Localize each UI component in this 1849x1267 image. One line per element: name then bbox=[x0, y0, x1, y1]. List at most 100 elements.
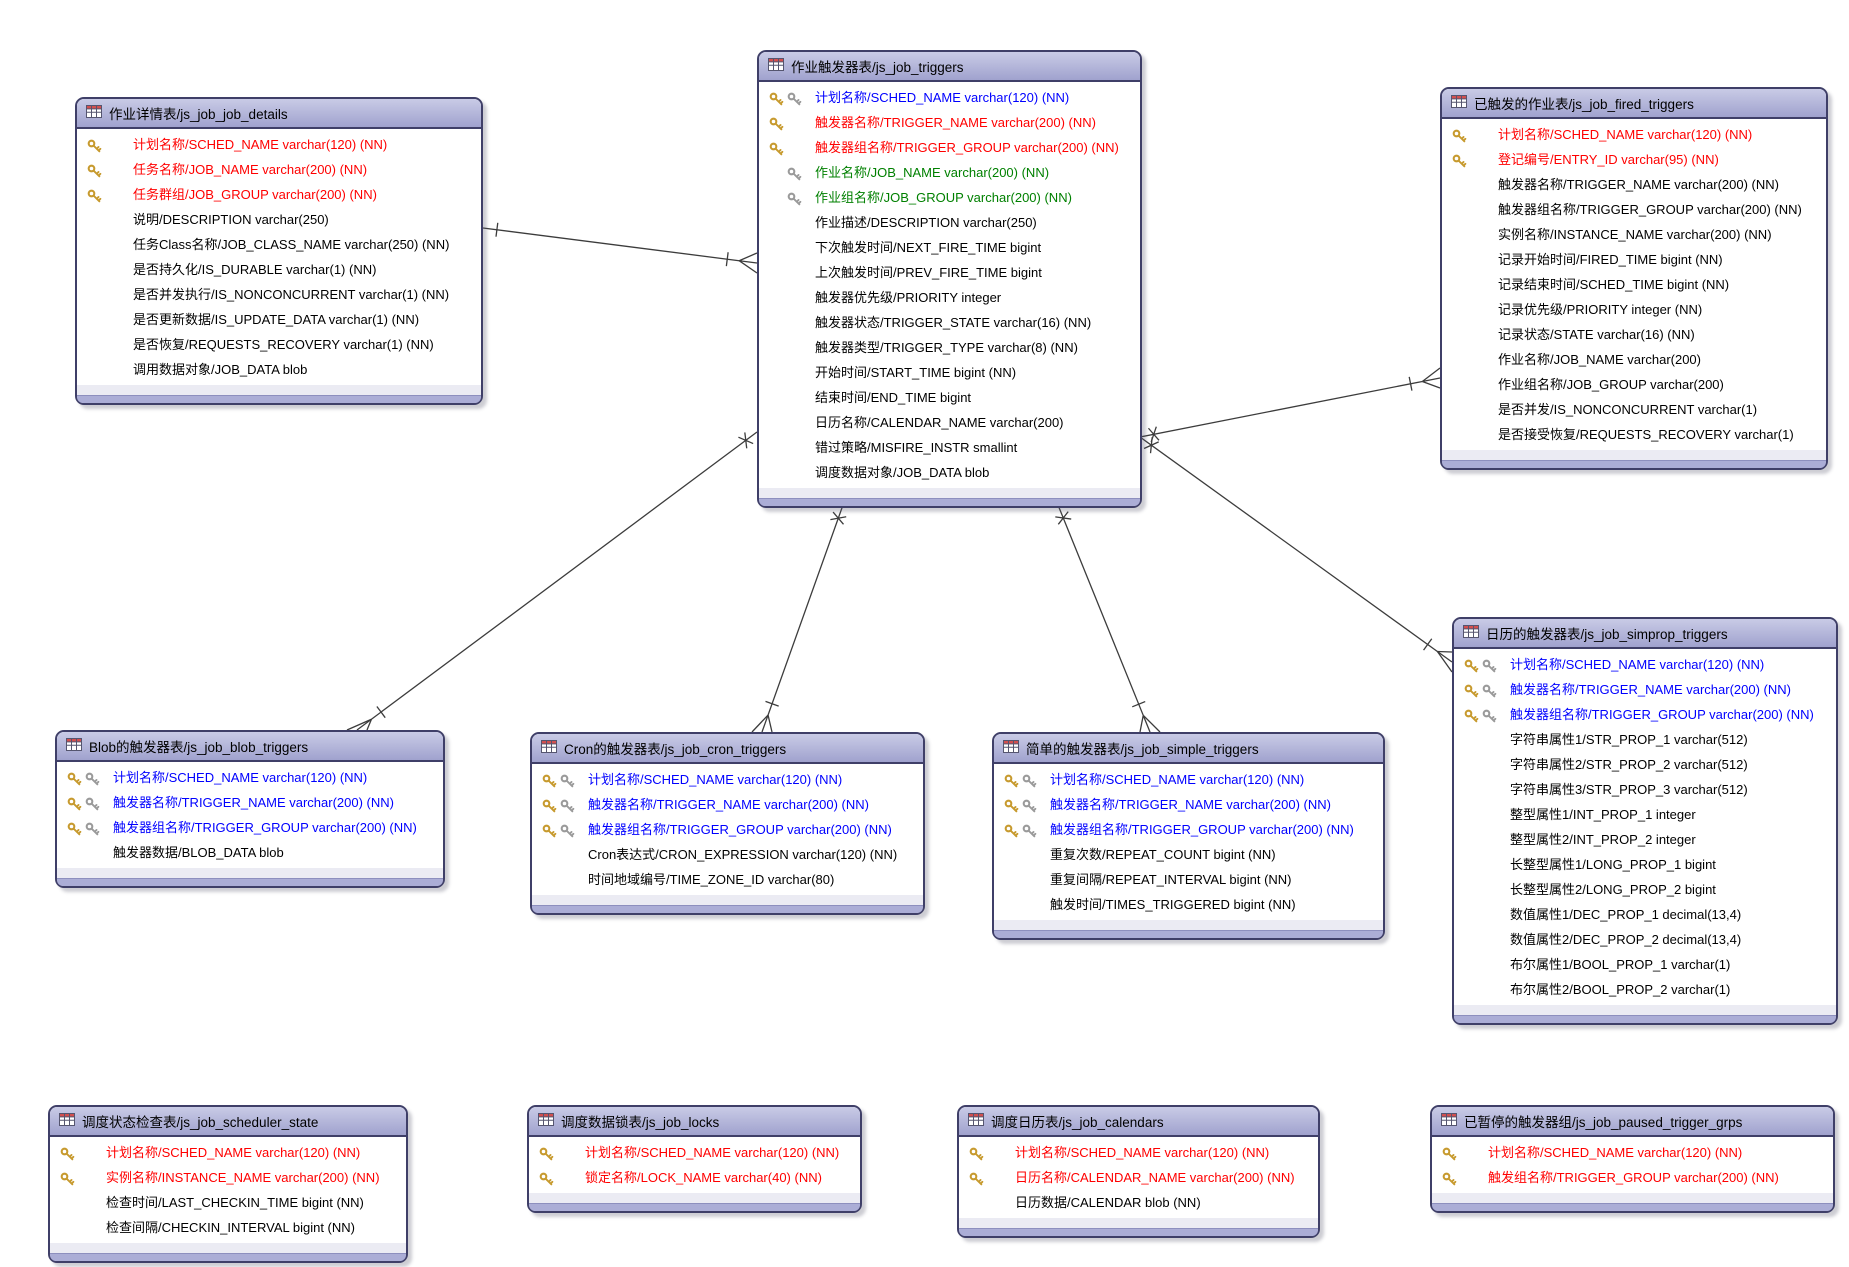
field-row[interactable]: 整型属性2/INT_PROP_2 integer bbox=[1454, 827, 1836, 852]
table-js_job_calendars[interactable]: 调度日历表/js_job_calendars 计划名称/SCHED_NAME v… bbox=[957, 1105, 1320, 1238]
table-header[interactable]: 调度状态检查表/js_job_scheduler_state bbox=[50, 1107, 406, 1137]
field-row[interactable]: 任务名称/JOB_NAME varchar(200) (NN) bbox=[77, 157, 481, 182]
field-row[interactable]: 计划名称/SCHED_NAME varchar(120) (NN) bbox=[759, 85, 1140, 110]
field-row[interactable]: 结束时间/END_TIME bigint bbox=[759, 385, 1140, 410]
field-row[interactable]: 触发组名称/TRIGGER_GROUP varchar(200) (NN) bbox=[1432, 1165, 1833, 1190]
field-row[interactable]: 说明/DESCRIPTION varchar(250) bbox=[77, 207, 481, 232]
table-js_job_scheduler_state[interactable]: 调度状态检查表/js_job_scheduler_state 计划名称/SCHE… bbox=[48, 1105, 408, 1263]
field-row[interactable]: 登记编号/ENTRY_ID varchar(95) (NN) bbox=[1442, 147, 1826, 172]
field-row[interactable]: 触发器名称/TRIGGER_NAME varchar(200) (NN) bbox=[57, 790, 443, 815]
field-row[interactable]: 作业名称/JOB_NAME varchar(200) (NN) bbox=[759, 160, 1140, 185]
field-row[interactable]: 触发器组名称/TRIGGER_GROUP varchar(200) (NN) bbox=[994, 817, 1383, 842]
field-row[interactable]: 日历名称/CALENDAR_NAME varchar(200) (NN) bbox=[959, 1165, 1318, 1190]
field-row[interactable]: 调用数据对象/JOB_DATA blob bbox=[77, 357, 481, 382]
field-row[interactable]: 字符串属性3/STR_PROP_3 varchar(512) bbox=[1454, 777, 1836, 802]
table-js_job_cron_triggers[interactable]: Cron的触发器表/js_job_cron_triggers 计划名称/SCHE… bbox=[530, 732, 925, 915]
table-js_job_triggers[interactable]: 作业触发器表/js_job_triggers 计划名称/SCHED_NAME v… bbox=[757, 50, 1142, 508]
field-row[interactable]: 实例名称/INSTANCE_NAME varchar(200) (NN) bbox=[1442, 222, 1826, 247]
field-row[interactable]: 长整型属性2/LONG_PROP_2 bigint bbox=[1454, 877, 1836, 902]
field-row[interactable]: 触发器组名称/TRIGGER_GROUP varchar(200) (NN) bbox=[1442, 197, 1826, 222]
field-row[interactable]: 作业名称/JOB_NAME varchar(200) bbox=[1442, 347, 1826, 372]
table-js_job_simprop_triggers[interactable]: 日历的触发器表/js_job_simprop_triggers 计划名称/SCH… bbox=[1452, 617, 1838, 1025]
field-row[interactable]: 实例名称/INSTANCE_NAME varchar(200) (NN) bbox=[50, 1165, 406, 1190]
field-row[interactable]: 触发器名称/TRIGGER_NAME varchar(200) (NN) bbox=[1442, 172, 1826, 197]
field-row[interactable]: 数值属性2/DEC_PROP_2 decimal(13,4) bbox=[1454, 927, 1836, 952]
table-header[interactable]: Blob的触发器表/js_job_blob_triggers bbox=[57, 732, 443, 762]
field-row[interactable]: 下次触发时间/NEXT_FIRE_TIME bigint bbox=[759, 235, 1140, 260]
field-row[interactable]: 触发器名称/TRIGGER_NAME varchar(200) (NN) bbox=[532, 792, 923, 817]
table-js_job_simple_triggers[interactable]: 简单的触发器表/js_job_simple_triggers 计划名称/SCHE… bbox=[992, 732, 1385, 940]
field-row[interactable]: 检查间隔/CHECKIN_INTERVAL bigint (NN) bbox=[50, 1215, 406, 1240]
field-row[interactable]: 触发器组名称/TRIGGER_GROUP varchar(200) (NN) bbox=[532, 817, 923, 842]
field-row[interactable]: 计划名称/SCHED_NAME varchar(120) (NN) bbox=[1442, 122, 1826, 147]
field-row[interactable]: 是否持久化/IS_DURABLE varchar(1) (NN) bbox=[77, 257, 481, 282]
table-js_job_fired_triggers[interactable]: 已触发的作业表/js_job_fired_triggers 计划名称/SCHED… bbox=[1440, 87, 1828, 470]
field-row[interactable]: 记录结束时间/SCHED_TIME bigint (NN) bbox=[1442, 272, 1826, 297]
field-row[interactable]: 日历名称/CALENDAR_NAME varchar(200) bbox=[759, 410, 1140, 435]
field-row[interactable]: 字符串属性2/STR_PROP_2 varchar(512) bbox=[1454, 752, 1836, 777]
field-row[interactable]: 计划名称/SCHED_NAME varchar(120) (NN) bbox=[994, 767, 1383, 792]
field-row[interactable]: 作业组名称/JOB_GROUP varchar(200) (NN) bbox=[759, 185, 1140, 210]
field-row[interactable]: 检查时间/LAST_CHECKIN_TIME bigint (NN) bbox=[50, 1190, 406, 1215]
table-js_job_blob_triggers[interactable]: Blob的触发器表/js_job_blob_triggers 计划名称/SCHE… bbox=[55, 730, 445, 888]
table-header[interactable]: 作业触发器表/js_job_triggers bbox=[759, 52, 1140, 82]
field-row[interactable]: 字符串属性1/STR_PROP_1 varchar(512) bbox=[1454, 727, 1836, 752]
field-row[interactable]: 触发器优先级/PRIORITY integer bbox=[759, 285, 1140, 310]
field-row[interactable]: 触发器组名称/TRIGGER_GROUP varchar(200) (NN) bbox=[759, 135, 1140, 160]
field-row[interactable]: 布尔属性2/BOOL_PROP_2 varchar(1) bbox=[1454, 977, 1836, 1002]
field-row[interactable]: Cron表达式/CRON_EXPRESSION varchar(120) (NN… bbox=[532, 842, 923, 867]
field-row[interactable]: 计划名称/SCHED_NAME varchar(120) (NN) bbox=[77, 132, 481, 157]
field-row[interactable]: 触发器数据/BLOB_DATA blob bbox=[57, 840, 443, 865]
table-header[interactable]: 作业详情表/js_job_job_details bbox=[77, 99, 481, 129]
field-row[interactable]: 触发器组名称/TRIGGER_GROUP varchar(200) (NN) bbox=[57, 815, 443, 840]
field-row[interactable]: 触发器状态/TRIGGER_STATE varchar(16) (NN) bbox=[759, 310, 1140, 335]
field-row[interactable]: 任务群组/JOB_GROUP varchar(200) (NN) bbox=[77, 182, 481, 207]
table-header[interactable]: 日历的触发器表/js_job_simprop_triggers bbox=[1454, 619, 1836, 649]
field-row[interactable]: 调度数据对象/JOB_DATA blob bbox=[759, 460, 1140, 485]
field-row[interactable]: 作业描述/DESCRIPTION varchar(250) bbox=[759, 210, 1140, 235]
field-row[interactable]: 是否恢复/REQUESTS_RECOVERY varchar(1) (NN) bbox=[77, 332, 481, 357]
table-header[interactable]: 调度数据锁表/js_job_locks bbox=[529, 1107, 860, 1137]
field-row[interactable]: 触发器名称/TRIGGER_NAME varchar(200) (NN) bbox=[759, 110, 1140, 135]
table-header[interactable]: 简单的触发器表/js_job_simple_triggers bbox=[994, 734, 1383, 764]
field-row[interactable]: 触发时间/TIMES_TRIGGERED bigint (NN) bbox=[994, 892, 1383, 917]
table-js_job_locks[interactable]: 调度数据锁表/js_job_locks 计划名称/SCHED_NAME varc… bbox=[527, 1105, 862, 1213]
table-js_job_job_details[interactable]: 作业详情表/js_job_job_details 计划名称/SCHED_NAME… bbox=[75, 97, 483, 405]
field-row[interactable]: 计划名称/SCHED_NAME varchar(120) (NN) bbox=[1454, 652, 1836, 677]
field-row[interactable]: 重复间隔/REPEAT_INTERVAL bigint (NN) bbox=[994, 867, 1383, 892]
field-row[interactable]: 锁定名称/LOCK_NAME varchar(40) (NN) bbox=[529, 1165, 860, 1190]
field-row[interactable]: 上次触发时间/PREV_FIRE_TIME bigint bbox=[759, 260, 1140, 285]
field-row[interactable]: 触发器名称/TRIGGER_NAME varchar(200) (NN) bbox=[994, 792, 1383, 817]
field-row[interactable]: 计划名称/SCHED_NAME varchar(120) (NN) bbox=[57, 765, 443, 790]
field-row[interactable]: 计划名称/SCHED_NAME varchar(120) (NN) bbox=[1432, 1140, 1833, 1165]
field-row[interactable]: 记录开始时间/FIRED_TIME bigint (NN) bbox=[1442, 247, 1826, 272]
field-row[interactable]: 布尔属性1/BOOL_PROP_1 varchar(1) bbox=[1454, 952, 1836, 977]
field-row[interactable]: 作业组名称/JOB_GROUP varchar(200) bbox=[1442, 372, 1826, 397]
table-header[interactable]: Cron的触发器表/js_job_cron_triggers bbox=[532, 734, 923, 764]
field-row[interactable]: 是否接受恢复/REQUESTS_RECOVERY varchar(1) bbox=[1442, 422, 1826, 447]
field-row[interactable]: 触发器名称/TRIGGER_NAME varchar(200) (NN) bbox=[1454, 677, 1836, 702]
table-header[interactable]: 已暂停的触发器组/js_job_paused_trigger_grps bbox=[1432, 1107, 1833, 1137]
field-row[interactable]: 记录优先级/PRIORITY integer (NN) bbox=[1442, 297, 1826, 322]
field-row[interactable]: 触发器组名称/TRIGGER_GROUP varchar(200) (NN) bbox=[1454, 702, 1836, 727]
field-row[interactable]: 错过策略/MISFIRE_INSTR smallint bbox=[759, 435, 1140, 460]
field-row[interactable]: 计划名称/SCHED_NAME varchar(120) (NN) bbox=[959, 1140, 1318, 1165]
table-header[interactable]: 已触发的作业表/js_job_fired_triggers bbox=[1442, 89, 1826, 119]
table-js_job_paused_trigger_grps[interactable]: 已暂停的触发器组/js_job_paused_trigger_grps 计划名称… bbox=[1430, 1105, 1835, 1213]
field-row[interactable]: 时间地域编号/TIME_ZONE_ID varchar(80) bbox=[532, 867, 923, 892]
field-row[interactable]: 日历数据/CALENDAR blob (NN) bbox=[959, 1190, 1318, 1215]
field-row[interactable]: 长整型属性1/LONG_PROP_1 bigint bbox=[1454, 852, 1836, 877]
field-row[interactable]: 是否并发执行/IS_NONCONCURRENT varchar(1) (NN) bbox=[77, 282, 481, 307]
field-row[interactable]: 任务Class名称/JOB_CLASS_NAME varchar(250) (N… bbox=[77, 232, 481, 257]
field-row[interactable]: 开始时间/START_TIME bigint (NN) bbox=[759, 360, 1140, 385]
field-row[interactable]: 是否更新数据/IS_UPDATE_DATA varchar(1) (NN) bbox=[77, 307, 481, 332]
field-row[interactable]: 记录状态/STATE varchar(16) (NN) bbox=[1442, 322, 1826, 347]
field-row[interactable]: 整型属性1/INT_PROP_1 integer bbox=[1454, 802, 1836, 827]
field-row[interactable]: 数值属性1/DEC_PROP_1 decimal(13,4) bbox=[1454, 902, 1836, 927]
field-row[interactable]: 计划名称/SCHED_NAME varchar(120) (NN) bbox=[50, 1140, 406, 1165]
field-row[interactable]: 触发器类型/TRIGGER_TYPE varchar(8) (NN) bbox=[759, 335, 1140, 360]
field-row[interactable]: 计划名称/SCHED_NAME varchar(120) (NN) bbox=[529, 1140, 860, 1165]
field-row[interactable]: 是否并发/IS_NONCONCURRENT varchar(1) bbox=[1442, 397, 1826, 422]
field-row[interactable]: 计划名称/SCHED_NAME varchar(120) (NN) bbox=[532, 767, 923, 792]
table-header[interactable]: 调度日历表/js_job_calendars bbox=[959, 1107, 1318, 1137]
